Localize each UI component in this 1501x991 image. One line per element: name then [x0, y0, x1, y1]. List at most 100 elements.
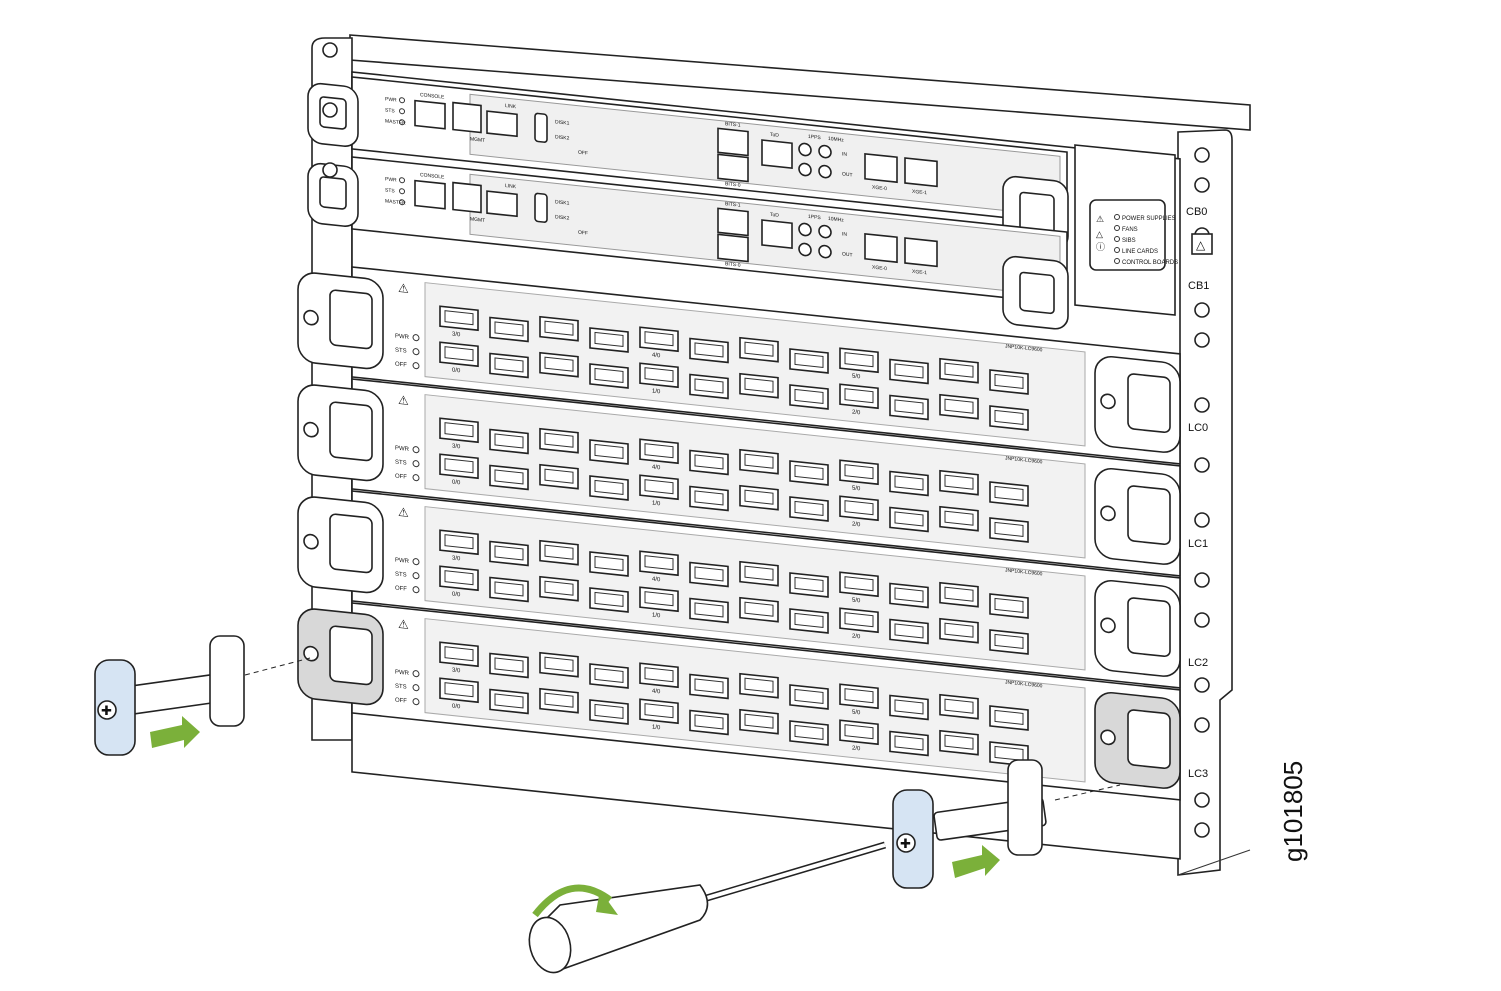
qsfp-port[interactable] — [439, 341, 479, 368]
qsfp-port[interactable] — [439, 677, 479, 704]
tod-port[interactable] — [761, 139, 793, 170]
bits-port[interactable] — [717, 207, 749, 237]
qsfp-port[interactable] — [939, 729, 979, 756]
qsfp-port[interactable] — [689, 561, 729, 588]
mgmt-port[interactable] — [452, 181, 482, 214]
bits-port[interactable] — [717, 153, 749, 183]
ejector-handle-left[interactable] — [297, 383, 384, 482]
qsfp-port[interactable] — [839, 383, 879, 410]
xge-port[interactable] — [904, 237, 938, 268]
qsfp-port[interactable] — [639, 474, 679, 501]
ejector-handle-left[interactable] — [297, 271, 384, 370]
coax-connector[interactable] — [818, 164, 832, 179]
qsfp-port[interactable] — [439, 453, 479, 480]
qsfp-port[interactable] — [789, 496, 829, 522]
xge-port[interactable] — [864, 152, 898, 184]
ejector-handle-right[interactable] — [1094, 579, 1181, 678]
qsfp-port[interactable] — [539, 651, 579, 678]
qsfp-port[interactable] — [589, 587, 629, 613]
qsfp-port[interactable] — [489, 464, 529, 491]
qsfp-port[interactable] — [739, 484, 779, 511]
qsfp-port[interactable] — [939, 617, 979, 644]
qsfp-port[interactable] — [539, 539, 579, 566]
qsfp-port[interactable] — [539, 427, 579, 454]
qsfp-port[interactable] — [589, 663, 629, 689]
qsfp-port[interactable] — [689, 597, 729, 624]
qsfp-port[interactable] — [489, 428, 529, 455]
qsfp-port[interactable] — [839, 459, 879, 486]
coax-connector[interactable] — [798, 242, 812, 257]
ejector-handle-left[interactable] — [297, 607, 384, 706]
qsfp-port[interactable] — [839, 347, 879, 374]
qsfp-port[interactable] — [789, 684, 829, 710]
qsfp-port[interactable] — [589, 699, 629, 725]
qsfp-port[interactable] — [889, 694, 929, 721]
qsfp-port[interactable] — [989, 405, 1029, 431]
qsfp-port[interactable] — [889, 730, 929, 757]
qsfp-port[interactable] — [689, 709, 729, 736]
qsfp-port[interactable] — [639, 550, 679, 577]
qsfp-port[interactable] — [939, 393, 979, 420]
qsfp-port[interactable] — [739, 372, 779, 399]
qsfp-port[interactable] — [939, 469, 979, 496]
coax-connector[interactable] — [818, 244, 832, 259]
qsfp-port[interactable] — [639, 438, 679, 465]
qsfp-port[interactable] — [889, 582, 929, 609]
qsfp-port[interactable] — [489, 316, 529, 343]
qsfp-port[interactable] — [589, 475, 629, 501]
qsfp-port[interactable] — [789, 384, 829, 410]
qsfp-port[interactable] — [789, 348, 829, 374]
qsfp-port[interactable] — [739, 336, 779, 363]
qsfp-port[interactable] — [639, 362, 679, 389]
qsfp-port[interactable] — [689, 485, 729, 512]
qsfp-port[interactable] — [689, 337, 729, 364]
qsfp-port[interactable] — [489, 688, 529, 715]
ejector-handle-right[interactable] — [1094, 691, 1181, 790]
qsfp-port[interactable] — [939, 693, 979, 720]
tod-port[interactable] — [761, 219, 793, 250]
bits-port[interactable] — [717, 233, 749, 263]
qsfp-port[interactable] — [489, 652, 529, 679]
qsfp-port[interactable] — [489, 540, 529, 567]
sfp-port[interactable] — [486, 110, 518, 138]
qsfp-port[interactable] — [639, 586, 679, 613]
qsfp-port[interactable] — [889, 394, 929, 421]
qsfp-port[interactable] — [489, 352, 529, 379]
qsfp-port[interactable] — [739, 560, 779, 587]
qsfp-port[interactable] — [989, 481, 1029, 507]
qsfp-port[interactable] — [939, 581, 979, 608]
qsfp-port[interactable] — [839, 719, 879, 746]
qsfp-port[interactable] — [539, 687, 579, 714]
qsfp-port[interactable] — [839, 683, 879, 710]
qsfp-port[interactable] — [939, 505, 979, 532]
qsfp-port[interactable] — [739, 448, 779, 475]
qsfp-port[interactable] — [439, 529, 479, 556]
ejector-handle-right[interactable] — [1094, 467, 1181, 566]
qsfp-port[interactable] — [789, 720, 829, 746]
qsfp-port[interactable] — [489, 576, 529, 603]
xge-port[interactable] — [864, 232, 898, 264]
qsfp-port[interactable] — [539, 463, 579, 490]
qsfp-port[interactable] — [539, 575, 579, 602]
qsfp-port[interactable] — [639, 662, 679, 689]
qsfp-port[interactable] — [889, 470, 929, 497]
console-port[interactable] — [414, 99, 446, 130]
qsfp-port[interactable] — [989, 629, 1029, 655]
coax-connector[interactable] — [798, 222, 812, 237]
qsfp-port[interactable] — [689, 449, 729, 476]
qsfp-port[interactable] — [439, 565, 479, 592]
qsfp-port[interactable] — [789, 460, 829, 486]
qsfp-port[interactable] — [639, 326, 679, 353]
qsfp-port[interactable] — [539, 351, 579, 378]
qsfp-port[interactable] — [989, 593, 1029, 619]
qsfp-port[interactable] — [589, 439, 629, 465]
qsfp-port[interactable] — [439, 305, 479, 332]
qsfp-port[interactable] — [889, 358, 929, 385]
xge-port[interactable] — [904, 157, 938, 188]
qsfp-port[interactable] — [589, 327, 629, 353]
qsfp-port[interactable] — [439, 417, 479, 444]
qsfp-port[interactable] — [589, 363, 629, 389]
qsfp-port[interactable] — [439, 641, 479, 668]
sfp-port[interactable] — [486, 190, 518, 218]
qsfp-port[interactable] — [939, 357, 979, 384]
